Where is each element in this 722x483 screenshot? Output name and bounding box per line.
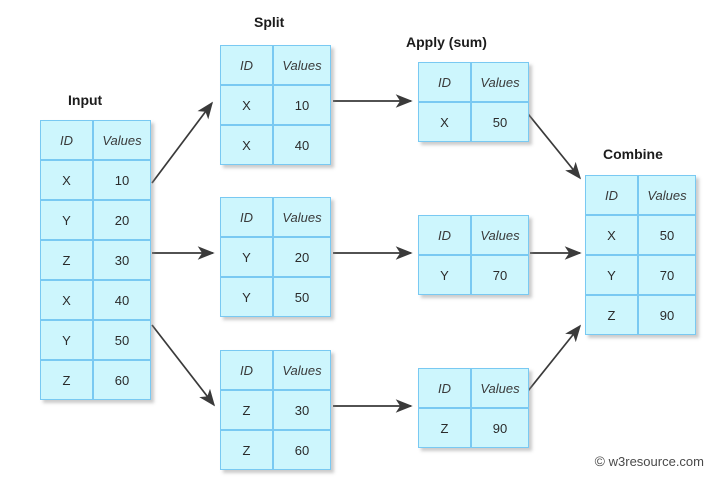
table-row: X 50 — [585, 215, 696, 255]
cell-value: 10 — [93, 160, 151, 200]
table-row: X 40 — [40, 280, 151, 320]
table-row: Z 30 — [220, 390, 331, 430]
header-cell-values: Values — [93, 120, 151, 160]
cell-id: X — [220, 85, 273, 125]
header-cell-values: Values — [273, 197, 331, 237]
cell-value: 90 — [471, 408, 529, 448]
table-row: Y 70 — [418, 255, 529, 295]
cell-value: 50 — [471, 102, 529, 142]
cell-id: Z — [40, 360, 93, 400]
cell-id: X — [40, 280, 93, 320]
caption-split: Split — [254, 14, 285, 30]
apply-table-1: ID Values X 50 — [418, 62, 529, 142]
table-row: Z 60 — [220, 430, 331, 470]
cell-id: Y — [585, 255, 638, 295]
split-table-2: ID Values Y 20 Y 50 — [220, 197, 331, 317]
cell-value: 40 — [93, 280, 151, 320]
table-row: Z 90 — [585, 295, 696, 335]
cell-id: Y — [40, 200, 93, 240]
cell-id: Z — [220, 390, 273, 430]
cell-id: X — [220, 125, 273, 165]
caption-combine: Combine — [603, 146, 663, 162]
cell-id: Y — [220, 237, 273, 277]
cell-id: Y — [220, 277, 273, 317]
cell-value: 50 — [93, 320, 151, 360]
cell-id: Y — [418, 255, 471, 295]
copyright-icon: © — [594, 453, 605, 469]
cell-id: Z — [40, 240, 93, 280]
table-header-row: ID Values — [220, 45, 331, 85]
cell-value: 60 — [93, 360, 151, 400]
cell-id: Z — [220, 430, 273, 470]
header-cell-values: Values — [273, 350, 331, 390]
split-table-3: ID Values Z 30 Z 60 — [220, 350, 331, 470]
cell-value: 50 — [273, 277, 331, 317]
watermark-text: w3resource.com — [608, 454, 704, 469]
header-cell-id: ID — [418, 215, 471, 255]
table-header-row: ID Values — [220, 350, 331, 390]
table-row: X 50 — [418, 102, 529, 142]
table-header-row: ID Values — [418, 62, 529, 102]
table-row: X 10 — [220, 85, 331, 125]
cell-value: 10 — [273, 85, 331, 125]
header-cell-id: ID — [418, 368, 471, 408]
table-row: Y 50 — [220, 277, 331, 317]
cell-value: 20 — [273, 237, 331, 277]
header-cell-id: ID — [220, 45, 273, 85]
header-cell-values: Values — [273, 45, 331, 85]
caption-input: Input — [68, 92, 103, 108]
table-row: Z 60 — [40, 360, 151, 400]
cell-id: X — [585, 215, 638, 255]
header-cell-id: ID — [40, 120, 93, 160]
table-header-row: ID Values — [418, 215, 529, 255]
split-table-1: ID Values X 10 X 40 — [220, 45, 331, 165]
cell-value: 60 — [273, 430, 331, 470]
arrow-input-to-split-1 — [151, 101, 214, 184]
header-cell-values: Values — [638, 175, 696, 215]
header-cell-values: Values — [471, 215, 529, 255]
cell-id: Z — [585, 295, 638, 335]
table-header-row: ID Values — [418, 368, 529, 408]
cell-value: 30 — [273, 390, 331, 430]
table-row: X 40 — [220, 125, 331, 165]
header-cell-id: ID — [220, 197, 273, 237]
table-header-row: ID Values — [220, 197, 331, 237]
table-row: Y 50 — [40, 320, 151, 360]
cell-value: 40 — [273, 125, 331, 165]
arrow-input-to-split-3 — [151, 324, 216, 407]
cell-id: Z — [418, 408, 471, 448]
header-cell-id: ID — [418, 62, 471, 102]
table-row: X 10 — [40, 160, 151, 200]
table-row: Y 70 — [585, 255, 696, 295]
cell-value: 30 — [93, 240, 151, 280]
input-table: ID Values X 10 Y 20 Z 30 X 40 Y 50 Z 60 — [40, 120, 151, 400]
table-header-row: ID Values — [585, 175, 696, 215]
apply-table-3: ID Values Z 90 — [418, 368, 529, 448]
apply-table-2: ID Values Y 70 — [418, 215, 529, 295]
table-row: Y 20 — [40, 200, 151, 240]
cell-id: Y — [40, 320, 93, 360]
header-cell-values: Values — [471, 62, 529, 102]
watermark: © w3resource.com — [595, 453, 704, 469]
caption-apply: Apply (sum) — [406, 34, 487, 50]
header-cell-values: Values — [471, 368, 529, 408]
header-cell-id: ID — [585, 175, 638, 215]
combine-table: ID Values X 50 Y 70 Z 90 — [585, 175, 696, 335]
cell-value: 90 — [638, 295, 696, 335]
header-cell-id: ID — [220, 350, 273, 390]
cell-value: 50 — [638, 215, 696, 255]
cell-value: 70 — [638, 255, 696, 295]
table-row: Z 90 — [418, 408, 529, 448]
cell-value: 70 — [471, 255, 529, 295]
cell-id: X — [418, 102, 471, 142]
table-header-row: ID Values — [40, 120, 151, 160]
table-row: Y 20 — [220, 237, 331, 277]
cell-value: 20 — [93, 200, 151, 240]
cell-id: X — [40, 160, 93, 200]
table-row: Z 30 — [40, 240, 151, 280]
